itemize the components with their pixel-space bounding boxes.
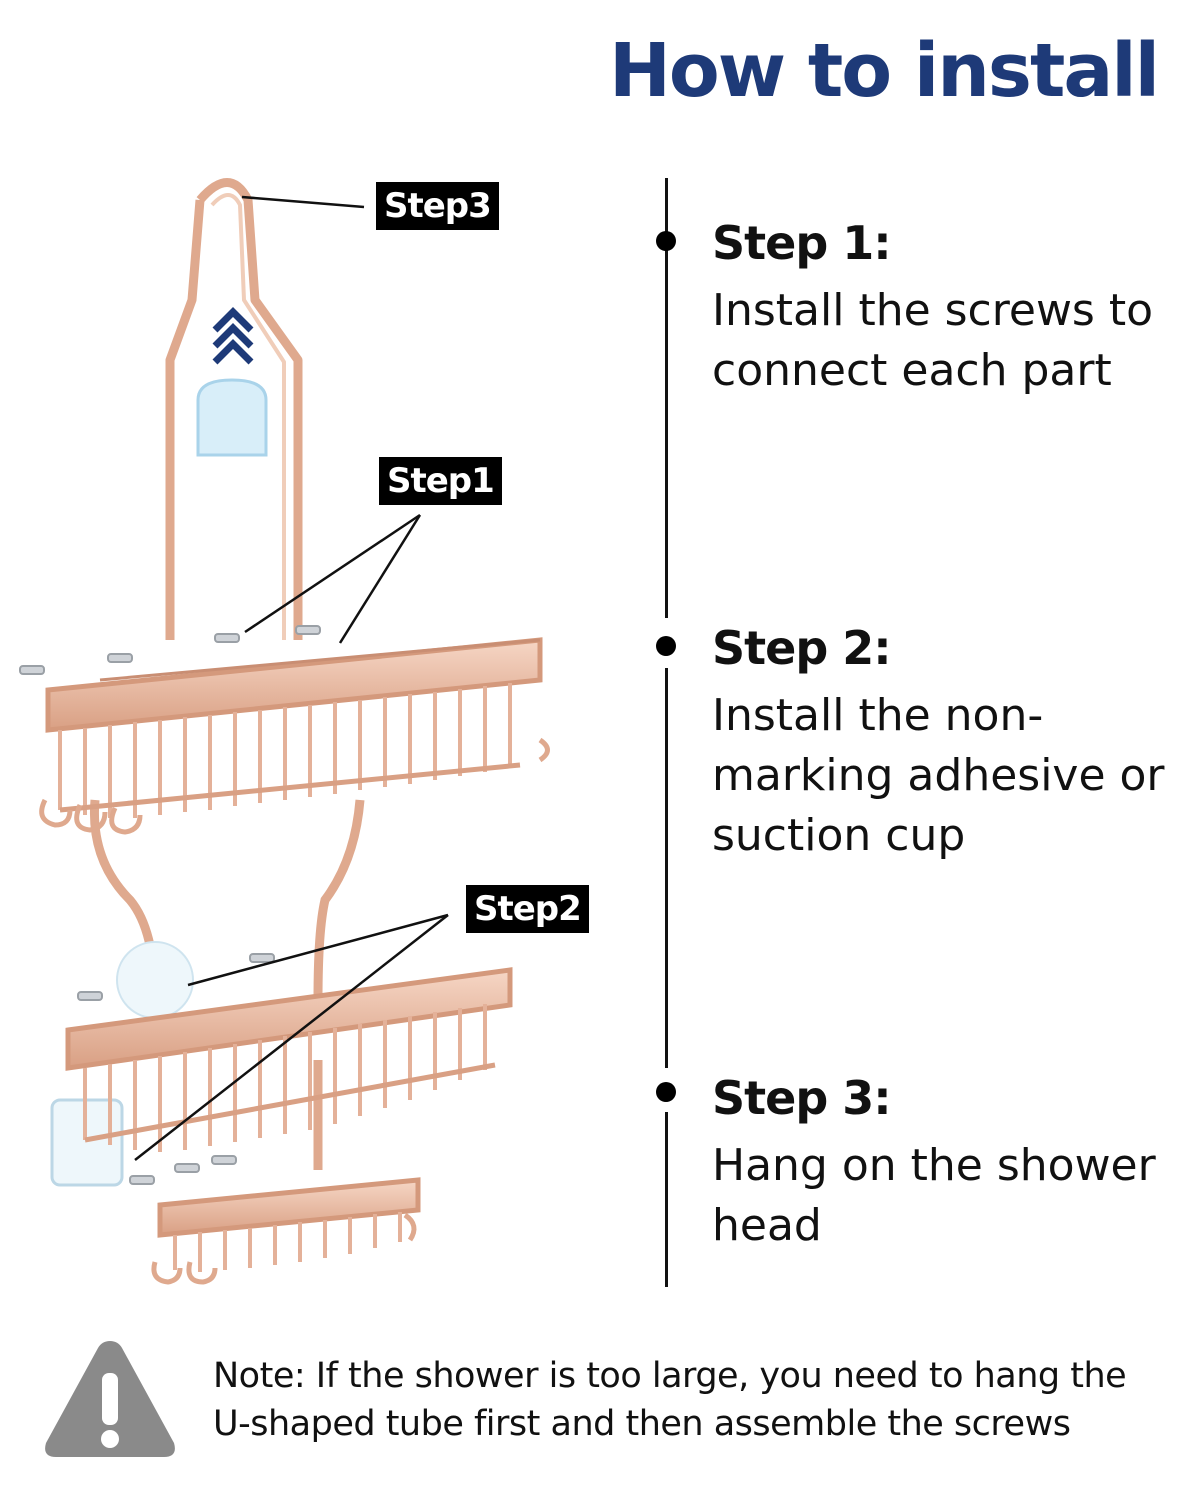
step-2-text: Install the non-marking adhesive or suct… bbox=[712, 690, 1165, 861]
step-2-title: Step 2: bbox=[712, 621, 892, 675]
timeline-line bbox=[665, 668, 668, 1068]
timeline-line bbox=[665, 178, 668, 618]
note-text: Note: If the shower is too large, you ne… bbox=[213, 1356, 1127, 1444]
soap-dish bbox=[151, 1177, 421, 1285]
middle-basket bbox=[65, 967, 513, 1152]
shower-caddy-illustration bbox=[19, 178, 550, 1285]
step-1-title: Step 1: bbox=[712, 216, 892, 270]
step-2: Step 2: Install the non-marking adhesive… bbox=[712, 620, 1182, 866]
timeline-line bbox=[665, 1112, 668, 1287]
step-1: Step 1: Install the screws to connect ea… bbox=[712, 215, 1182, 401]
timeline-dot bbox=[656, 1082, 676, 1102]
step-3-text: Hang on the shower head bbox=[712, 1140, 1156, 1251]
timeline-dot bbox=[656, 636, 676, 656]
up-arrows-icon bbox=[212, 307, 254, 365]
step2-label: Step2 bbox=[466, 885, 589, 933]
page-title: How to install bbox=[608, 28, 1160, 114]
top-basket bbox=[39, 637, 550, 835]
warning-icon bbox=[45, 1341, 175, 1457]
step-1-text: Install the screws to connect each part bbox=[712, 285, 1154, 396]
step-3: Step 3: Hang on the shower head bbox=[712, 1070, 1182, 1256]
step3-label: Step3 bbox=[376, 182, 499, 230]
timeline-dot bbox=[656, 231, 676, 251]
step1-label: Step1 bbox=[379, 457, 502, 505]
step-3-title: Step 3: bbox=[712, 1071, 892, 1125]
